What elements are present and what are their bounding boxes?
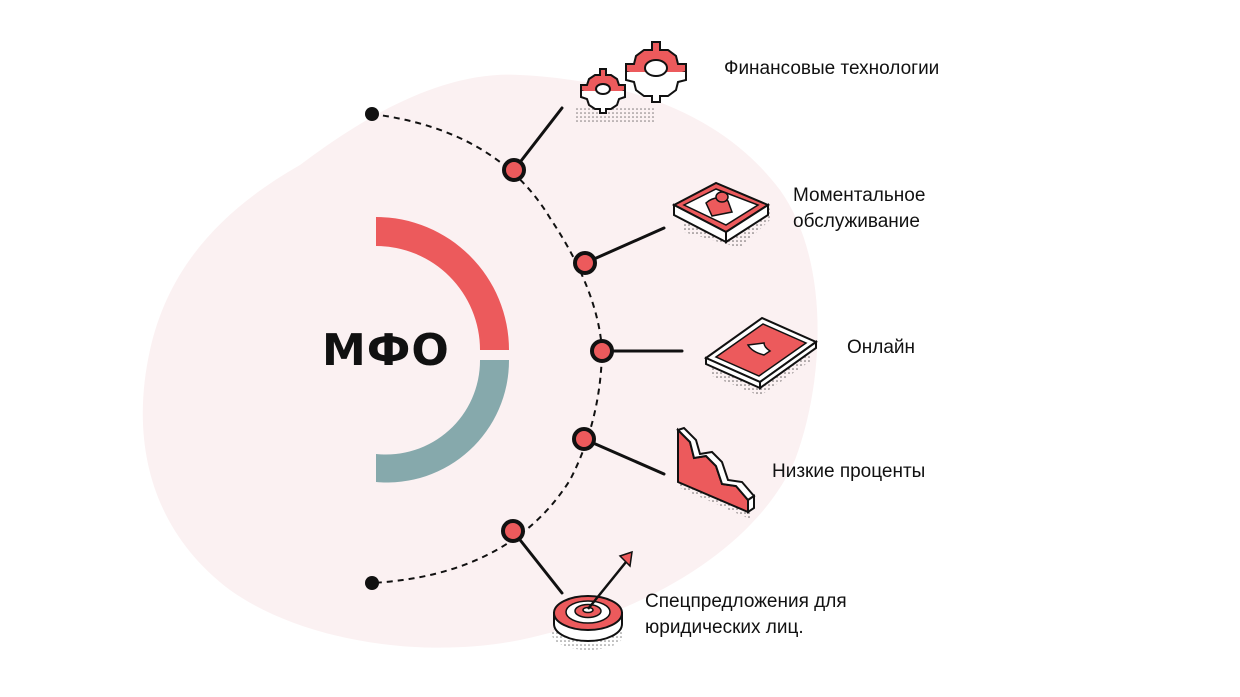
label-instant-service: Моментальное обслуживание [793,183,925,235]
user-card-icon [671,181,771,248]
label-online-line-1: Онлайн [847,337,916,358]
node-special-offers [501,519,525,543]
label-fintech: Финансовые технологии [724,56,939,82]
label-instant-service-line-1: Моментальное [793,185,926,206]
connector-instant-service [583,226,666,265]
label-special-offers-line-2: юридических лиц. [645,617,804,638]
target-arrow-icon [552,550,633,650]
phone-tablet-icon [703,316,819,396]
label-special-offers: Спецпредложения для юридических лиц. [645,589,847,641]
label-special-offers-line-1: Спецпредложения для [645,591,847,612]
node-low-rates [572,427,596,451]
node-instant-service [573,251,597,275]
label-low-rates-line-1: Низкие проценты [772,461,926,482]
label-online: Онлайн [847,335,915,361]
center-title: МФО [322,325,450,376]
orbit-endpoint-top [365,107,379,121]
donut-arc-red [376,217,509,350]
node-online [590,339,614,363]
donut-arc-teal [376,360,510,483]
label-fintech-line-1: Финансовые технологии [724,58,940,79]
donut-arc [376,217,510,483]
connector-fintech [512,106,564,172]
connector-low-rates [582,437,666,476]
connectors [511,106,684,595]
declining-chart-icon [676,426,756,520]
nodes [501,158,614,543]
label-instant-service-line-2: обслуживание [793,211,920,232]
connector-special-offers [511,529,564,595]
node-fintech [502,158,526,182]
label-low-rates: Низкие проценты [772,459,925,485]
gears-icon [575,41,687,122]
orbit-endpoint-bottom [365,576,379,590]
